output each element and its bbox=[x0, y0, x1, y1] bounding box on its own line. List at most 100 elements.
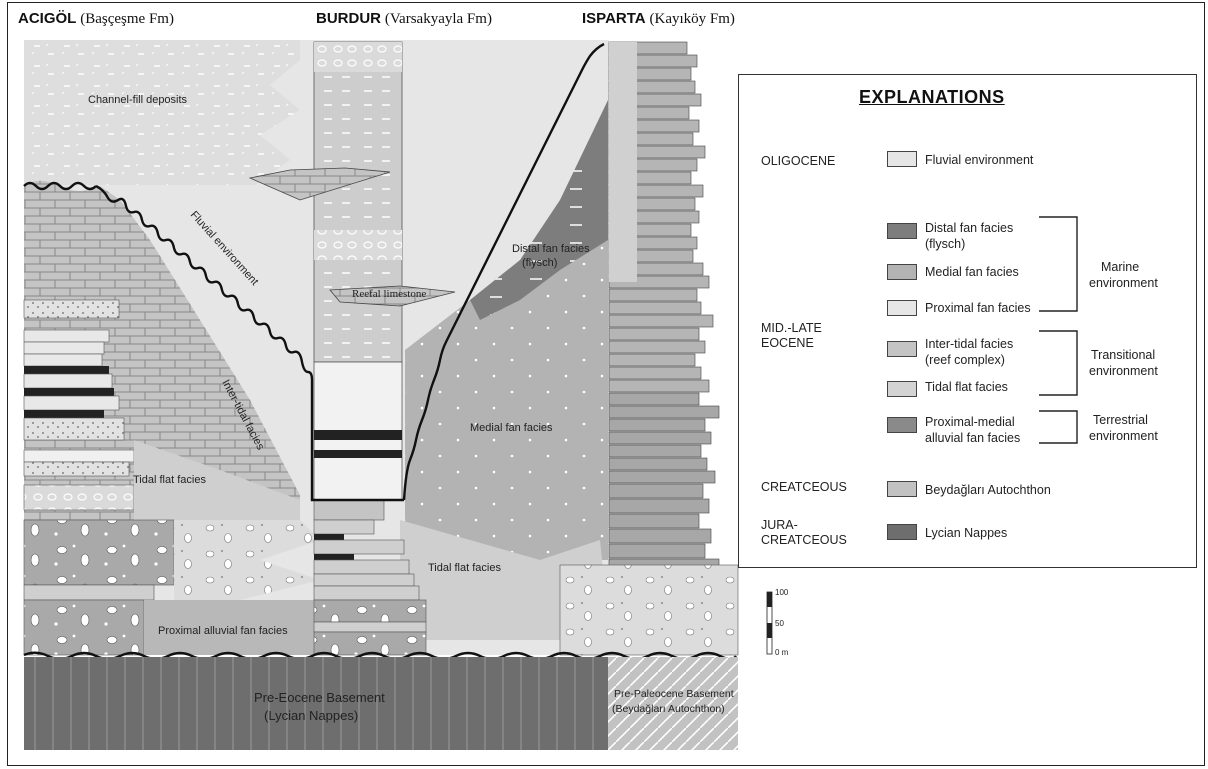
column-header-burdur: BURDUR (Varsakyayla Fm) bbox=[316, 10, 492, 28]
isparta-band bbox=[608, 379, 710, 393]
column-header-isparta: ISPARTA (Kayıköy Fm) bbox=[582, 10, 735, 28]
pre-paleocene-basement bbox=[608, 657, 738, 750]
unconformity-line bbox=[402, 42, 605, 501]
isparta-band bbox=[608, 392, 700, 406]
conglomerate-band-lower bbox=[23, 599, 145, 656]
swatch-distal bbox=[887, 223, 917, 239]
swatch-tidal-flat bbox=[887, 381, 917, 397]
label-proximal-alluvial: Proximal alluvial fan facies bbox=[158, 625, 288, 637]
isparta-band bbox=[608, 470, 716, 484]
swatch-fluvial bbox=[887, 151, 917, 167]
isparta-fluvial-strip bbox=[609, 42, 637, 282]
label-distal-fan-sub: (flysch) bbox=[522, 257, 557, 269]
burdur-column bbox=[313, 41, 427, 656]
label-reefal: Reefal limestone bbox=[352, 288, 426, 300]
legend-box: EXPLANATIONS OLIGOCENE Fluvial environme… bbox=[738, 74, 1197, 568]
formation-name: (Kayıköy Fm) bbox=[649, 11, 735, 27]
label-tidal-flat-center: Tidal flat facies bbox=[428, 562, 501, 574]
age-eocene-2: EOCENE bbox=[761, 336, 814, 350]
legend-brackets bbox=[1039, 216, 1078, 444]
legend-title: EXPLANATIONS bbox=[859, 87, 1005, 107]
unconformity-line bbox=[23, 181, 97, 191]
isparta-band bbox=[608, 327, 700, 341]
isparta-band bbox=[608, 498, 710, 514]
legend-prox-medial-1: Proximal-medial bbox=[925, 415, 1015, 429]
isparta-band bbox=[608, 340, 706, 354]
legend-proximal: Proximal fan facies bbox=[925, 301, 1031, 315]
swatch-medial bbox=[887, 264, 917, 280]
legend-medial: Medial fan facies bbox=[925, 265, 1019, 279]
swatch-intertidal bbox=[887, 341, 917, 357]
tidal-flat-left bbox=[134, 440, 300, 522]
proximal-alluvial-band bbox=[144, 600, 315, 655]
legend-lycian: Lycian Nappes bbox=[925, 526, 1008, 540]
distal-fan-body bbox=[470, 100, 608, 320]
swatch-beydaglari bbox=[887, 481, 917, 497]
env-terrestrial-2: environment bbox=[1089, 429, 1158, 443]
isparta-band bbox=[608, 431, 712, 445]
label-medial-fan: Medial fan facies bbox=[470, 422, 553, 434]
legend-distal-1: Distal fan facies bbox=[925, 221, 1014, 235]
isparta-band bbox=[608, 543, 706, 559]
env-transitional-1: Transitional bbox=[1091, 348, 1156, 362]
isparta-band bbox=[608, 444, 702, 458]
formation-name: (Başçeşme Fm) bbox=[80, 11, 174, 27]
isparta-band bbox=[608, 418, 706, 432]
formation-name: (Varsakyayla Fm) bbox=[384, 11, 492, 27]
figure-frame bbox=[7, 2, 1205, 766]
acigol-column-bands bbox=[23, 299, 135, 511]
pre-eocene-basement bbox=[24, 657, 608, 750]
label-pre-paleocene: Pre-Paleocene Basement bbox=[614, 688, 734, 700]
env-transitional-2: environment bbox=[1089, 364, 1158, 378]
isparta-band bbox=[608, 314, 714, 328]
basement-unconformity bbox=[23, 651, 737, 661]
column-name: ACIGÖL bbox=[18, 10, 77, 27]
conglomerate-band bbox=[23, 519, 175, 586]
label-tidal-flat-left: Tidal flat facies bbox=[133, 474, 206, 486]
label-channel-fill: Channel-fill deposits bbox=[88, 94, 188, 106]
legend-tidal-flat: Tidal flat facies bbox=[925, 380, 1008, 394]
legend-intertidal-1: Inter-tidal facies bbox=[925, 337, 1014, 351]
env-marine-2: environment bbox=[1089, 276, 1158, 290]
age-eocene-1: MID.-LATE bbox=[761, 321, 822, 335]
isparta-band bbox=[608, 483, 704, 499]
legend-prox-medial-2: alluvial fan facies bbox=[925, 431, 1021, 445]
isparta-proximal-band bbox=[559, 564, 739, 656]
legend-fluvial: Fluvial environment bbox=[925, 153, 1034, 167]
isparta-band bbox=[608, 457, 708, 471]
label-distal-fan: Distal fan facies bbox=[512, 243, 590, 255]
channel-fill-body bbox=[24, 40, 300, 185]
column-name: ISPARTA bbox=[582, 10, 646, 27]
age-oligocene: OLIGOCENE bbox=[761, 154, 836, 168]
scale-label-mid: 50 bbox=[775, 619, 784, 628]
proximal-wedge bbox=[174, 520, 320, 600]
swatch-proximal bbox=[887, 300, 917, 316]
env-marine-1: Marine bbox=[1101, 260, 1140, 274]
column-name: BURDUR bbox=[316, 10, 381, 27]
scale-label-bottom: 0 m bbox=[775, 648, 789, 657]
legend-beydaglari: Beydağları Autochthon bbox=[925, 483, 1051, 497]
unconformity-line bbox=[95, 184, 314, 381]
scale-label-top: 100 bbox=[775, 588, 789, 597]
age-jura-2: CREATCEOUS bbox=[761, 533, 847, 547]
swatch-prox-medial bbox=[887, 417, 917, 433]
label-pre-eocene-sub: (Lycian Nappes) bbox=[264, 708, 358, 723]
isparta-band bbox=[608, 353, 696, 367]
label-pre-paleocene-sub: (Beydağları Autochthon) bbox=[612, 703, 725, 715]
isparta-band bbox=[608, 366, 702, 380]
isparta-band bbox=[608, 301, 702, 315]
legend-intertidal-2: (reef complex) bbox=[925, 353, 1005, 367]
isparta-band bbox=[608, 528, 712, 544]
legend-distal-2: (flysch) bbox=[925, 237, 966, 251]
unconformity-line bbox=[310, 380, 404, 502]
isparta-band bbox=[608, 288, 698, 302]
label-pre-eocene: Pre-Eocene Basement bbox=[254, 690, 385, 705]
tidal-band bbox=[23, 584, 155, 601]
swatch-lycian bbox=[887, 524, 917, 540]
reef-lens-lower bbox=[329, 285, 456, 307]
isparta-band bbox=[608, 405, 720, 419]
isparta-band bbox=[608, 513, 700, 529]
age-jura-1: JURA- bbox=[761, 518, 798, 532]
scale-bar bbox=[766, 591, 773, 655]
